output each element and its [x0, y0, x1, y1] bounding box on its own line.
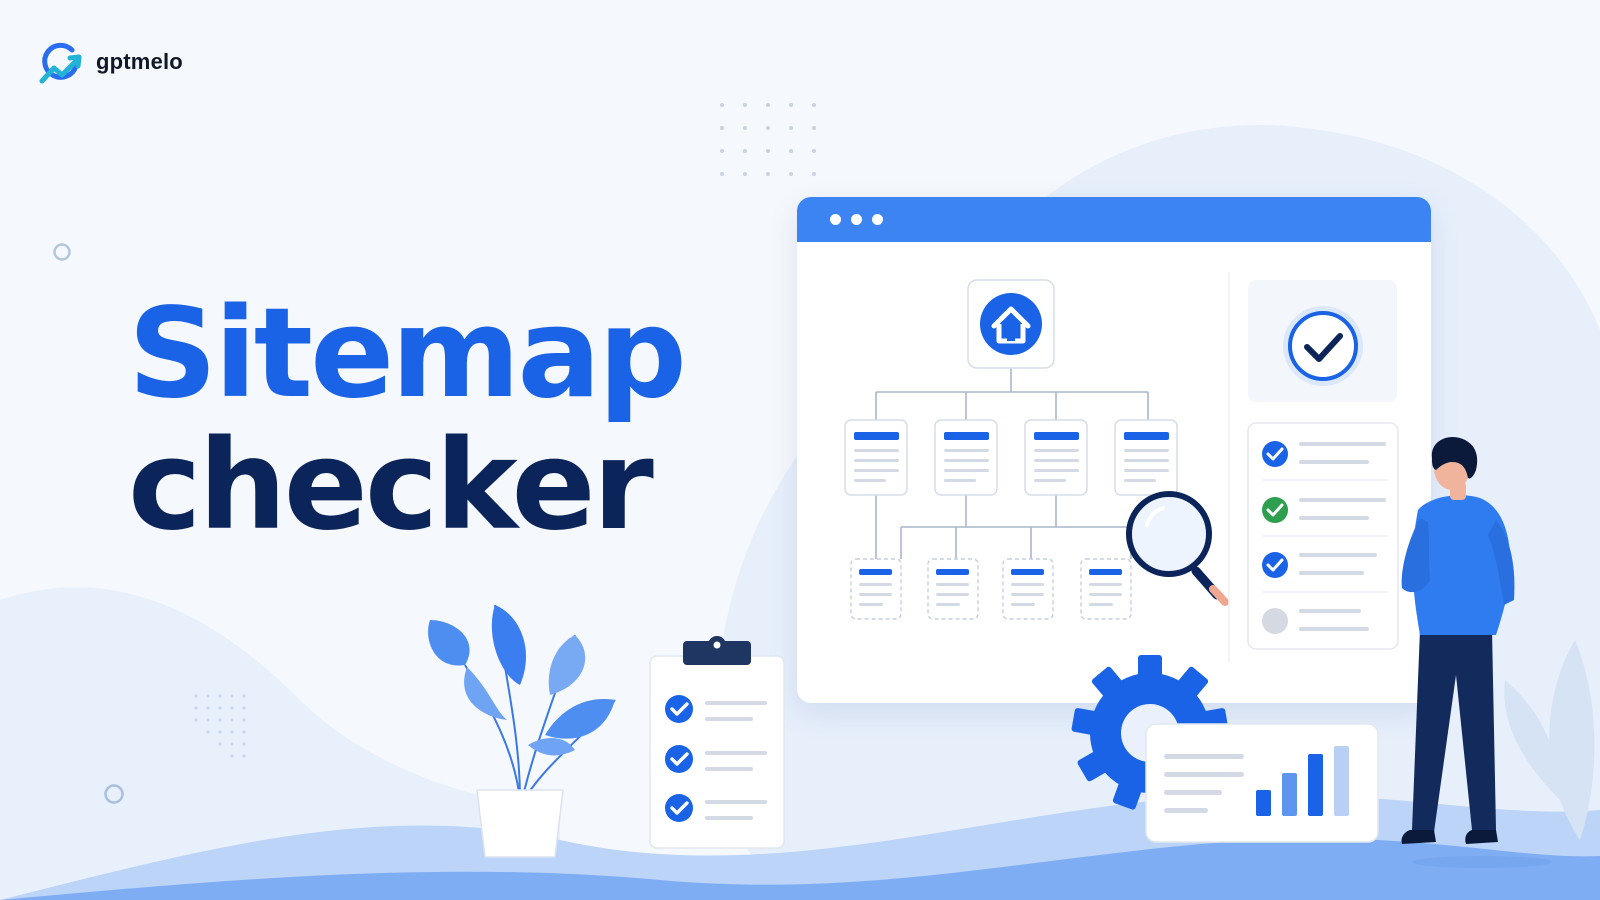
mini-bar	[1308, 754, 1323, 816]
plant-illustration	[428, 604, 616, 858]
clipboard-check-item	[665, 745, 767, 773]
title-line-1: Sitemap	[128, 282, 687, 426]
title-line-2: checker	[128, 414, 654, 558]
brand-name: gptmelo	[96, 49, 183, 74]
clipboard-check-item	[665, 794, 767, 822]
search-icon	[1126, 491, 1229, 606]
page-title: Sitemap checker	[128, 282, 687, 558]
clipboard-illustration	[649, 636, 785, 849]
mini-bar	[1256, 790, 1271, 816]
checklist-item-checked	[1262, 552, 1377, 578]
gear-and-stats-illustration	[1071, 655, 1379, 843]
gptmelo-logo-icon	[39, 42, 82, 84]
sitemap-tree	[844, 272, 1399, 662]
checklist-item-pending	[1262, 608, 1369, 634]
browser-window-illustration	[797, 197, 1431, 703]
home-icon	[991, 306, 1031, 344]
verified-panel	[1248, 280, 1397, 402]
clipboard-check-item	[665, 695, 767, 723]
window-dot	[851, 214, 862, 225]
mini-bar	[1282, 773, 1297, 816]
window-dot	[830, 214, 841, 225]
mini-bar-chart	[1256, 746, 1349, 816]
check-circle-icon	[1283, 306, 1363, 386]
checklist-panel	[1247, 422, 1399, 650]
person-illustration	[1401, 436, 1552, 868]
window-dot	[872, 214, 883, 225]
checklist-item-checked-green	[1262, 497, 1386, 523]
page-node-level-2	[850, 558, 1132, 620]
window-title-bar	[797, 197, 1431, 242]
home-node	[967, 279, 1055, 369]
mini-bar	[1334, 746, 1349, 816]
page-node-level-1	[844, 419, 1178, 496]
brand-logo[interactable]: gptmelo	[36, 36, 183, 88]
checklist-item-checked	[1262, 441, 1386, 467]
